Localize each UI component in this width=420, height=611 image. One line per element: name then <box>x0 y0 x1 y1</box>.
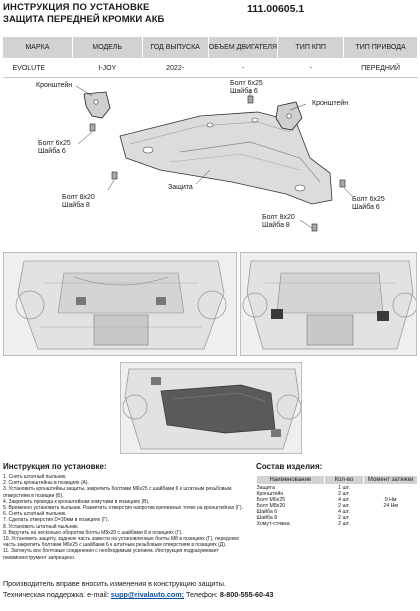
kit-row: Хомут-стяжка 2 шт. <box>257 521 418 527</box>
footer-disclaimer: Производитель вправе вносить изменения в… <box>3 579 226 588</box>
article-number: 111.00605.1 <box>247 3 305 15</box>
exploded-diagram: Кронштейн Болт 6x25 Шайба 6 Болт 6x25 Ша… <box>0 78 420 246</box>
instruction-step: 11. Затянуть все болтовые соединения с н… <box>3 548 219 561</box>
instruction-step: 5. Временно установить пыльник. Разметит… <box>3 505 243 512</box>
col-drive: ТИП ПРИВОДА <box>343 36 418 59</box>
kit-item-qty: 2 шт. <box>338 491 350 497</box>
instruction-step: 4. Закрепить провода к кронштейнам хомут… <box>3 498 150 505</box>
instruction-step: 1. Снять штатный пыльник. <box>3 474 67 480</box>
photo-underbody-step1 <box>3 252 237 356</box>
col-model: МОДЕЛЬ <box>71 36 143 59</box>
header: ИНСТРУКЦИЯ ПО УСТАНОВКЕ ЗАЩИТА ПЕРЕДНЕЙ … <box>3 2 263 25</box>
label-bolt-right-1: Болт 6x25 <box>352 196 385 203</box>
underbody-render-1 <box>4 253 236 355</box>
kit-row: Шайба 8 2 шт. <box>257 515 418 521</box>
kit-row: Болт М6х25 4 шт. 9 Нм <box>257 497 418 503</box>
kit-item-name: Шайба 8 <box>256 515 278 521</box>
support-prefix: Техническая поддержка: e-mail: <box>3 590 111 599</box>
kit-row: Шайба 6 4 шт. <box>257 509 418 515</box>
kit-col-torque: Момент затяжки <box>363 475 418 485</box>
kit-item-torque: 9 Нм <box>384 497 397 503</box>
label-bolt8-left-1: Болт 8x20 <box>62 194 95 201</box>
kit-row: Болт М8х20 2 шт. 24 Нм <box>257 503 418 509</box>
instruction-step: 3. Установить кронштейны защиты, закрепи… <box>3 486 232 499</box>
installation-instructions: Инструкция по установке: 1. Снять штатны… <box>3 462 251 561</box>
cell-gearbox: - <box>277 58 344 78</box>
cell-make: EVOLUTE <box>2 58 73 78</box>
kit-col-name: Наименование <box>256 475 325 485</box>
col-gearbox: ТИП КПП <box>277 36 345 59</box>
underbody-render-2 <box>241 253 416 355</box>
photo-underbody-step2 <box>240 252 417 356</box>
footer: Производитель вправе вносить изменения в… <box>3 579 417 599</box>
label-bolt-left-1: Болт 6x25 <box>38 140 71 147</box>
spec-data-row: EVOLUTE I-JOY 2022- - - ПЕРЕДНИЙ <box>2 58 418 78</box>
kit-title: Состав изделия: <box>256 462 323 471</box>
col-engine: ОБЪЕМ ДВИГАТЕЛЯ <box>207 36 279 59</box>
kit-table: Наименование Кол-во Момент затяжки Защит… <box>256 475 418 527</box>
kit-item-qty: 1 шт. <box>338 485 350 491</box>
kit-item-name: Защита <box>256 485 275 491</box>
label-bolt-mid-2: Шайба 6 <box>230 88 258 95</box>
protection-plate-shape <box>119 111 333 205</box>
cell-drive: ПЕРЕДНИЙ <box>343 58 418 78</box>
kit-row: Кронштейн 2 шт. <box>257 491 418 497</box>
label-bracket-right: Кронштейн <box>312 100 349 107</box>
kit-item-name: Болт М6х25 <box>256 497 286 503</box>
kit-item-qty: 2 шт. <box>338 503 350 509</box>
doc-title: ИНСТРУКЦИЯ ПО УСТАНОВКЕ <box>3 2 150 13</box>
col-year: ГОД ВЫПУСКА <box>141 36 209 59</box>
kit-item-qty: 2 шт. <box>338 515 350 521</box>
bolt8-mid-shape <box>311 223 318 232</box>
label-bolt-right-2: Шайба 6 <box>352 204 380 211</box>
instructions-title: Инструкция по установке: <box>3 462 107 471</box>
label-bolt8-mid-2: Шайба 8 <box>262 222 290 229</box>
underbody-render-3 <box>121 363 301 453</box>
diagram-drawing <box>75 85 353 232</box>
instruction-step: 8. Установить штатный пыльник. <box>3 523 79 530</box>
instructions-list: 1. Снять штатный пыльник. 2. Снять кронш… <box>3 474 251 561</box>
vehicle-spec-table: МАРКА МОДЕЛЬ ГОД ВЫПУСКА ОБЪЕМ ДВИГАТЕЛЯ… <box>2 36 418 78</box>
bolt-mid-shape <box>247 95 254 104</box>
label-bolt8-left-2: Шайба 8 <box>62 202 90 209</box>
instruction-step: 6. Снять штатный пыльник. <box>3 511 67 518</box>
kit-item-qty: 4 шт. <box>338 497 350 503</box>
cell-engine: - <box>208 58 278 78</box>
bolt-left-shape <box>89 123 96 132</box>
instruction-step: 2. Снять кронштейны в позициях (А). <box>3 480 89 487</box>
kit-item-name: Хомут-стяжка <box>256 521 290 527</box>
kit-item-torque <box>364 521 418 527</box>
label-bolt8-mid-1: Болт 8x20 <box>262 214 295 221</box>
bolt-right-shape <box>339 179 346 188</box>
label-bolt-left-2: Шайба 6 <box>38 148 66 155</box>
product-title: ЗАЩИТА ПЕРЕДНЕЙ КРОМКИ АКБ <box>3 14 165 25</box>
instruction-step: 9. Вкрутить на несколько оборотов болты … <box>3 529 183 536</box>
spec-header-row: МАРКА МОДЕЛЬ ГОД ВЫПУСКА ОБЪЕМ ДВИГАТЕЛЯ… <box>2 36 418 59</box>
kit-item-name: Шайба 6 <box>256 509 278 515</box>
kit-contents: Состав изделия: Наименование Кол-во Моме… <box>256 462 418 527</box>
kit-item-name: Болт М8х20 <box>256 503 286 509</box>
kit-item-torque: 24 Нм <box>383 503 398 509</box>
footer-support: Техническая поддержка: e-mail: supp@riva… <box>3 590 417 599</box>
support-phone[interactable]: 8-800-555-60-43 <box>219 590 274 599</box>
kit-item-qty: 4 шт. <box>338 509 350 515</box>
col-make: МАРКА <box>2 36 73 59</box>
label-protection: Защита <box>168 184 193 191</box>
support-tel-prefix: Телефон: <box>184 590 220 599</box>
kit-item-name: Кронштейн <box>256 491 284 497</box>
instruction-step: 7. Сделать отверстия D=30мм в позициях (… <box>3 517 109 524</box>
label-bracket-left: Кронштейн <box>36 82 73 89</box>
instruction-step: 10. Установить защиту, заднюю часть заве… <box>3 536 240 549</box>
bolt8-left-shape <box>111 171 118 180</box>
label-bolt-mid-1: Болт 6x25 <box>230 80 263 87</box>
photo-underbody-installed <box>120 362 302 454</box>
support-email-link[interactable]: supp@rivalauto.com; <box>110 590 185 599</box>
cell-model: I-JOY <box>72 58 143 78</box>
bracket-left-shape <box>83 91 111 119</box>
kit-col-qty: Кол-во <box>323 475 365 485</box>
cell-year: 2022- <box>142 58 209 78</box>
kit-row: Защита 1 шт. <box>257 485 418 492</box>
kit-item-qty: 2 шт. <box>338 521 350 527</box>
kit-header-row: Наименование Кол-во Момент затяжки <box>256 475 418 485</box>
